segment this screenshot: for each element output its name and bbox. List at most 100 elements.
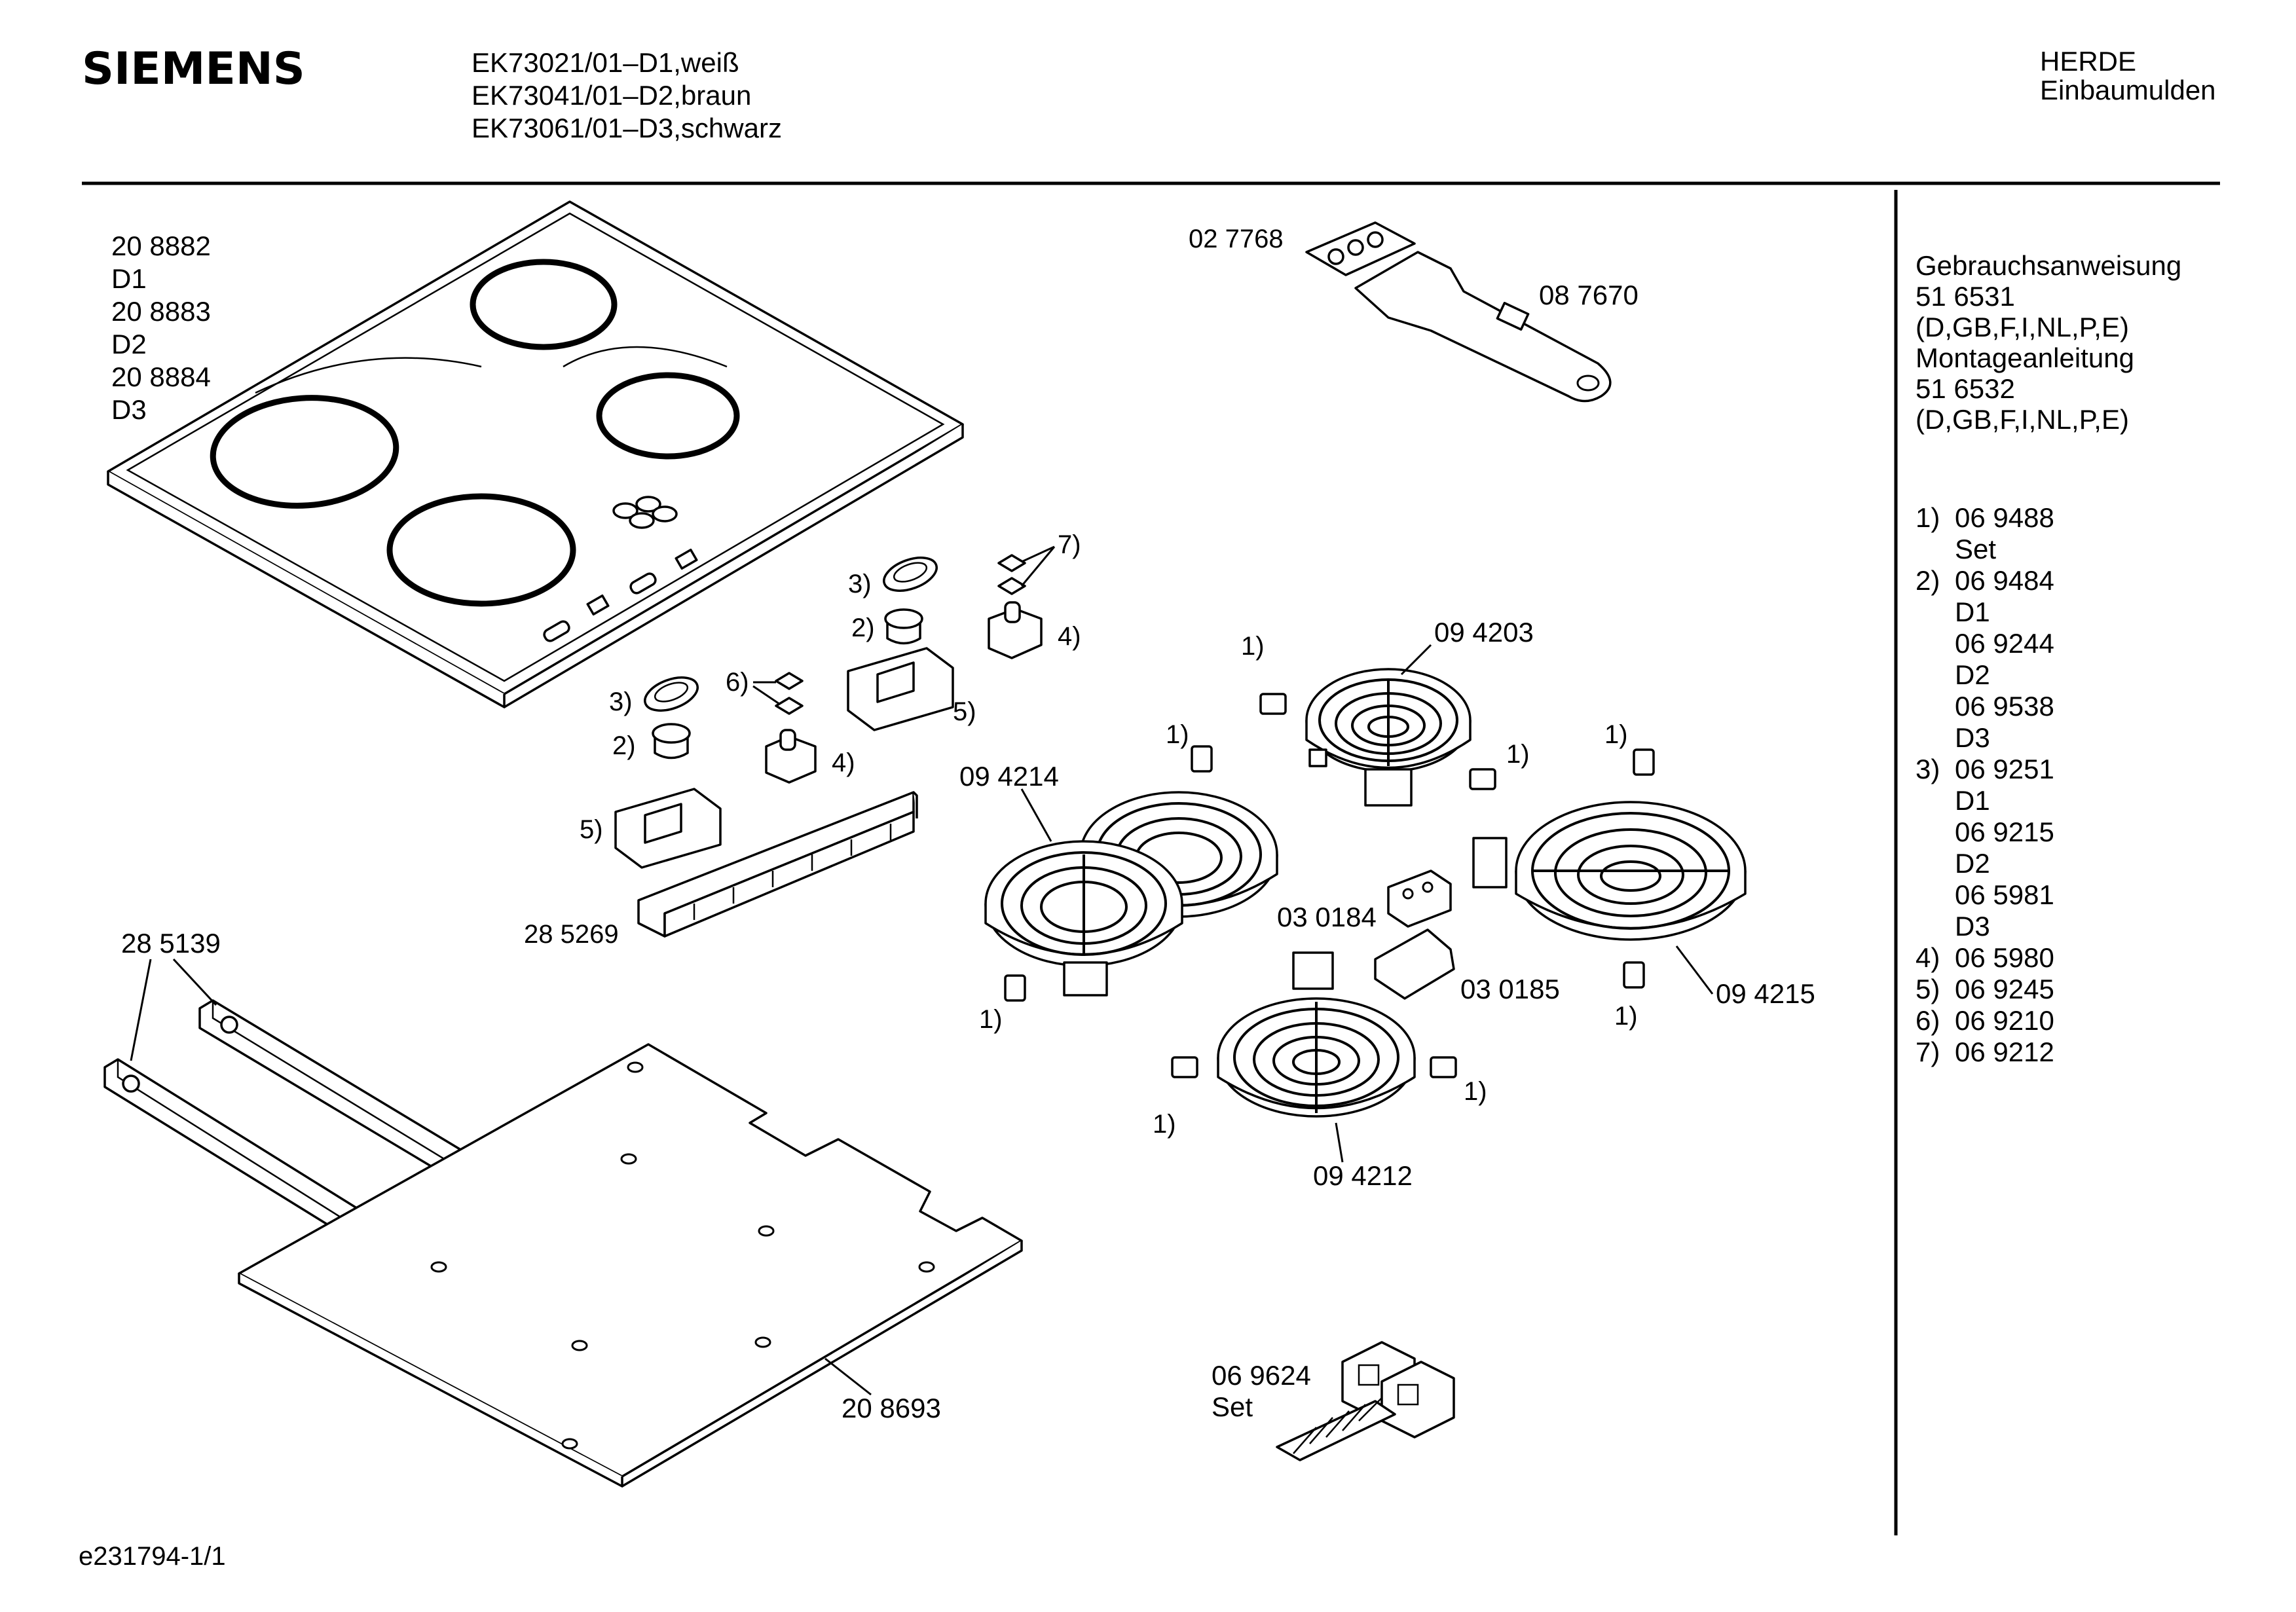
callout-1: 1) bbox=[1604, 720, 1628, 749]
category-line-1: HERDE bbox=[2040, 46, 2136, 77]
shaft-adapter-upper bbox=[988, 601, 1043, 659]
documentation-list: Gebrauchsanweisung 51 6531 (D,GB,F,I,NL,… bbox=[1916, 250, 2181, 435]
legend-ref-7: 7) bbox=[1916, 1036, 1940, 1067]
legend-ref-2: 2) bbox=[1916, 565, 1940, 596]
legend-ref-4: 4) bbox=[1916, 942, 1940, 973]
hob-variant-label: D2 bbox=[111, 329, 147, 359]
callout-7: 7) bbox=[1058, 530, 1081, 559]
legend-line: D3 bbox=[1955, 911, 1990, 942]
legend-line: 06 9245 bbox=[1955, 974, 2054, 1004]
control-knob-lower bbox=[652, 723, 691, 760]
callout-3: 3) bbox=[609, 687, 633, 716]
callout-2: 2) bbox=[851, 614, 875, 642]
hob-variant-label: D1 bbox=[111, 263, 147, 294]
hob-label: 20 8883 bbox=[111, 296, 211, 327]
legend-line: D3 bbox=[1955, 722, 1990, 753]
legend-ref-5: 5) bbox=[1916, 974, 1940, 1004]
heating-element-oval bbox=[984, 791, 1278, 997]
control-knob-upper bbox=[884, 608, 923, 645]
base-plate-drawing bbox=[238, 1043, 1023, 1488]
legend-line: D1 bbox=[1955, 785, 1990, 816]
legend-ref-1: 1) bbox=[1916, 502, 1940, 533]
legend-line: D2 bbox=[1955, 848, 1990, 879]
legend-line: 06 9538 bbox=[1955, 691, 2054, 722]
hob-variant-label: D3 bbox=[111, 394, 147, 425]
scraper-tool-label: 08 7670 bbox=[1539, 280, 1639, 310]
doc-line-5: 51 6532 bbox=[1916, 373, 2015, 404]
callout-2: 2) bbox=[612, 731, 636, 760]
doc-line-3: (D,GB,F,I,NL,P,E) bbox=[1916, 312, 2129, 342]
scraper-tool-drawing bbox=[1354, 251, 1612, 403]
legend-ref-3: 3) bbox=[1916, 754, 1940, 784]
control-knob-cap-lower bbox=[644, 676, 699, 712]
spring-clip-upper bbox=[997, 554, 1026, 595]
switch-part-a bbox=[1387, 870, 1452, 928]
connector-clips bbox=[1004, 693, 1655, 1078]
legend-line: 06 9215 bbox=[1955, 816, 2054, 847]
callout-5: 5) bbox=[580, 815, 603, 844]
touch-controls bbox=[543, 548, 698, 642]
spring-clip-lower bbox=[775, 672, 804, 715]
callout-1: 1) bbox=[979, 1005, 1003, 1034]
switch-b-label: 03 0185 bbox=[1460, 974, 1560, 1004]
scraper-plate-label: 02 7768 bbox=[1189, 225, 1284, 253]
switch-a-label: 03 0184 bbox=[1277, 902, 1377, 932]
zone-right-label: 09 4215 bbox=[1716, 978, 1815, 1009]
legend-line: 06 9210 bbox=[1955, 1005, 2054, 1036]
legend-line: 06 9488 bbox=[1955, 502, 2054, 533]
brackets-label: 28 5139 bbox=[121, 928, 221, 959]
doc-line-4: Montageanleitung bbox=[1916, 342, 2134, 373]
switch-part-b bbox=[1374, 928, 1455, 1000]
callout-1: 1) bbox=[1614, 1002, 1638, 1031]
legend-line: D1 bbox=[1955, 596, 1990, 627]
legend-line: 06 5980 bbox=[1955, 942, 2054, 973]
heating-element-top bbox=[1305, 668, 1472, 807]
legend-line: 06 9251 bbox=[1955, 754, 2054, 784]
hob-label: 20 8884 bbox=[111, 361, 211, 392]
category-line-2: Einbaumulden bbox=[2040, 75, 2216, 105]
callout-1: 1) bbox=[1166, 720, 1189, 749]
callout-1: 1) bbox=[1464, 1077, 1487, 1106]
legend-line: D2 bbox=[1955, 659, 1990, 690]
callout-1: 1) bbox=[1506, 740, 1530, 769]
switch-housing-lower bbox=[614, 788, 722, 869]
doc-line-1: Gebrauchsanweisung bbox=[1916, 250, 2181, 281]
legend-line: 06 9212 bbox=[1955, 1036, 2054, 1067]
doc-line-6: (D,GB,F,I,NL,P,E) bbox=[1916, 404, 2129, 435]
control-rail-drawing bbox=[637, 791, 918, 938]
shaft-adapter-lower bbox=[765, 729, 817, 784]
legend-line: Set bbox=[1955, 534, 1996, 564]
terminal-set-sublabel: Set bbox=[1212, 1391, 1253, 1422]
base-plate-label: 20 8693 bbox=[842, 1393, 941, 1423]
terminal-block-set bbox=[1276, 1341, 1455, 1461]
control-symbols bbox=[612, 496, 678, 529]
heating-element-right bbox=[1472, 801, 1747, 941]
callout-5: 5) bbox=[953, 697, 976, 726]
callout-3: 3) bbox=[848, 570, 872, 598]
rail-label: 28 5269 bbox=[524, 920, 619, 949]
doc-line-2: 51 6531 bbox=[1916, 281, 2015, 312]
hob-label: 20 8882 bbox=[111, 230, 211, 261]
callout-1: 1) bbox=[1241, 632, 1265, 661]
zone-top-label: 09 4203 bbox=[1434, 617, 1534, 648]
legend-line: 06 9484 bbox=[1955, 565, 2054, 596]
legend-ref-6: 6) bbox=[1916, 1005, 1940, 1036]
brand-logo: SIEMENS bbox=[82, 43, 305, 95]
model-line-3: EK73061/01–D3,schwarz bbox=[472, 113, 782, 143]
legend-line: 06 9244 bbox=[1955, 628, 2054, 659]
drawing-id: e231794-1/1 bbox=[79, 1542, 226, 1571]
scraper-blade-drawing bbox=[1305, 221, 1416, 276]
callout-4: 4) bbox=[832, 748, 855, 777]
callout-1: 1) bbox=[1153, 1110, 1176, 1139]
callout-4: 4) bbox=[1058, 622, 1081, 651]
heating-element-bottom bbox=[1217, 951, 1416, 1118]
legend-line: 06 5981 bbox=[1955, 879, 2054, 910]
zone-oval-label: 09 4214 bbox=[959, 761, 1059, 792]
switch-housing-upper bbox=[847, 647, 954, 731]
callout-6: 6) bbox=[726, 668, 749, 697]
hob-top-drawing bbox=[107, 200, 964, 708]
model-line-1: EK73021/01–D1,weiß bbox=[472, 47, 739, 78]
zone-bottom-label: 09 4212 bbox=[1313, 1160, 1413, 1191]
parts-legend: 1) 06 9488 Set 2) 06 9484 D1 06 9244 D2 … bbox=[1916, 502, 2054, 1067]
